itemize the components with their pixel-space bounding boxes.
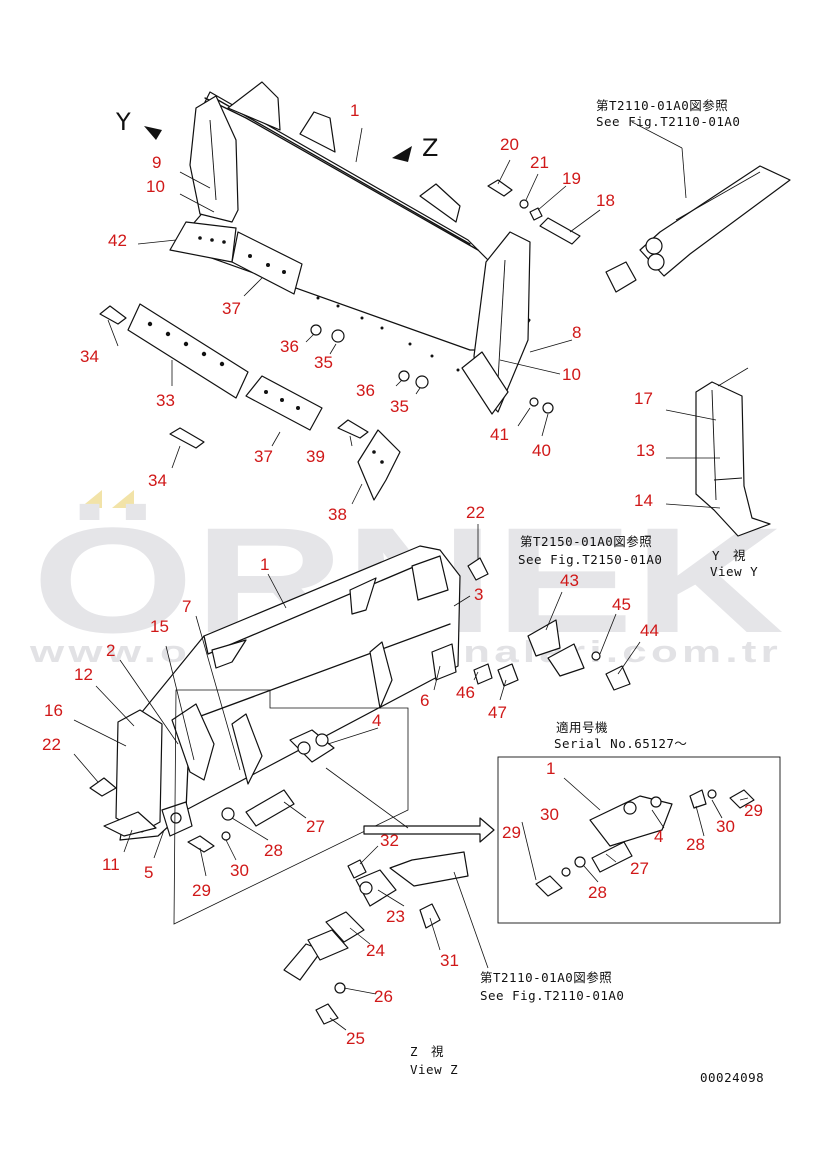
callout-17: 17: [634, 389, 653, 408]
serial-title-en: Serial No.65127～: [554, 736, 687, 751]
callout-44: 44: [640, 621, 659, 640]
callout-29: 29: [502, 823, 521, 842]
callout-19: 19: [562, 169, 581, 188]
ref-t2150-jp: 第T2150-01A0図参照: [520, 534, 652, 549]
view-y-title-jp: Y 視: [712, 548, 746, 563]
callout-34: 34: [148, 471, 167, 490]
callout-2: 2: [106, 641, 115, 660]
callout-14: 14: [634, 491, 653, 510]
ref-t2150-en: See Fig.T2150-01A0: [518, 552, 662, 567]
callout-20: 20: [500, 135, 519, 154]
view-y-title-en: View Y: [710, 564, 758, 579]
callout-28: 28: [588, 883, 607, 902]
ref-t2110-bottom-jp: 第T2110-01A0図参照: [480, 970, 612, 985]
callout-30: 30: [716, 817, 735, 836]
callout-30: 30: [230, 861, 249, 880]
view-z-title-jp: Z 視: [410, 1044, 444, 1059]
callout-31: 31: [440, 951, 459, 970]
callout-36: 36: [280, 337, 299, 356]
view-y-detail: [695, 367, 771, 537]
callout-23: 23: [386, 907, 405, 926]
callout-18: 18: [596, 191, 615, 210]
blade-bolt-holes: [316, 296, 460, 372]
callout-10: 10: [562, 365, 581, 384]
callout-4: 4: [372, 711, 381, 730]
callout-22: 22: [466, 503, 485, 522]
callout-38: 38: [328, 505, 347, 524]
reference-notes: 第T2110-01A0図参照 See Fig.T2110-01A0 第T2150…: [410, 98, 764, 1085]
callout-28: 28: [686, 835, 705, 854]
callout-27: 27: [630, 859, 649, 878]
callout-37: 37: [222, 299, 241, 318]
callout-5: 5: [144, 863, 153, 882]
ref-t2110-top-en: See Fig.T2110-01A0: [596, 114, 740, 129]
callout-34: 34: [80, 347, 99, 366]
callout-16: 16: [44, 701, 63, 720]
leader-lines: [73, 121, 749, 1031]
callout-6: 6: [420, 691, 429, 710]
callout-1: 1: [546, 759, 555, 778]
callout-42: 42: [108, 231, 127, 250]
lower-blade-assembly: [89, 545, 631, 853]
watermark-accent-right: [112, 490, 134, 508]
view-z-detail: [173, 689, 469, 1025]
callout-26: 26: [374, 987, 393, 1006]
callout-36: 36: [356, 381, 375, 400]
callout-25: 25: [346, 1029, 365, 1048]
arrow-32: [363, 817, 495, 843]
callout-46: 46: [456, 683, 475, 702]
callout-40: 40: [532, 441, 551, 460]
callout-7: 7: [182, 597, 191, 616]
callout-41: 41: [490, 425, 509, 444]
callout-35: 35: [390, 397, 409, 416]
callout-22: 22: [42, 735, 61, 754]
ref-t2110-top-jp: 第T2110-01A0図参照: [596, 98, 728, 113]
callout-32: 32: [380, 831, 399, 850]
drawing-number: 00024098: [700, 1070, 764, 1085]
callout-39: 39: [306, 447, 325, 466]
callout-1: 1: [350, 101, 359, 120]
upper-blade-assembly: [99, 81, 791, 501]
callout-47: 47: [488, 703, 507, 722]
callout-10: 10: [146, 177, 165, 196]
callout-8: 8: [572, 323, 581, 342]
callout-13: 13: [636, 441, 655, 460]
view-z-title-en: View Z: [410, 1062, 458, 1077]
callout-33: 33: [156, 391, 175, 410]
callout-29: 29: [744, 801, 763, 820]
callout-29: 29: [192, 881, 211, 900]
ref-t2110-bottom-en: See Fig.T2110-01A0: [480, 988, 624, 1003]
callout-28: 28: [264, 841, 283, 860]
view-y-arrow-label: Y: [115, 108, 131, 136]
callout-24: 24: [366, 941, 385, 960]
callout-30: 30: [540, 805, 559, 824]
serial-title-jp: 適用号機: [556, 720, 608, 735]
serial-detail-box: [497, 756, 781, 924]
callout-12: 12: [74, 665, 93, 684]
callout-35: 35: [314, 353, 333, 372]
callout-37: 37: [254, 447, 273, 466]
callout-numbers: 1 9 10 42 37 34 36 35 33 36 35 37 39 34 …: [42, 101, 763, 1048]
view-z-arrow-label: Z: [422, 134, 438, 162]
callout-21: 21: [530, 153, 549, 172]
watermark-accent-left: [80, 490, 102, 508]
callout-43: 43: [560, 571, 579, 590]
callout-45: 45: [612, 595, 631, 614]
callout-9: 9: [152, 153, 161, 172]
callout-15: 15: [150, 617, 169, 636]
callout-1: 1: [260, 555, 269, 574]
callout-11: 11: [102, 855, 120, 874]
callout-27: 27: [306, 817, 325, 836]
callout-3: 3: [474, 585, 483, 604]
callout-4: 4: [654, 827, 663, 846]
